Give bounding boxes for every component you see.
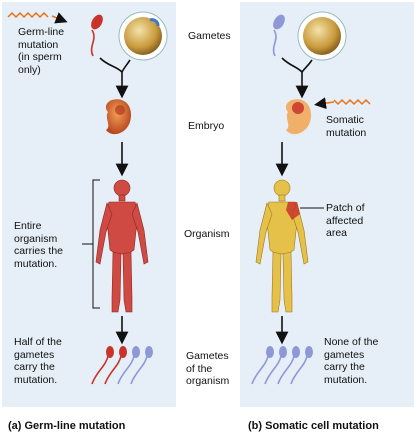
caption-germline: (a) Germ-line mutation bbox=[8, 420, 126, 432]
entire-organism-label: Entire organism carries the mutation. bbox=[14, 220, 64, 270]
half-gametes-label: Half of the gametes carry the mutation. bbox=[14, 336, 62, 386]
patch-label: Patch of affected area bbox=[326, 202, 365, 239]
none-gametes-label: None of the gametes carry the mutation. bbox=[324, 336, 379, 386]
caption-somatic: (b) Somatic cell mutation bbox=[248, 420, 379, 432]
embryo-right bbox=[285, 99, 312, 135]
organism-label: Organism bbox=[184, 228, 230, 240]
egg-left bbox=[118, 11, 168, 61]
mutant-sperm bbox=[90, 14, 103, 57]
left-panel bbox=[2, 2, 176, 407]
somatic-mutation-squiggle bbox=[333, 98, 371, 106]
gametes-left bbox=[91, 346, 153, 385]
affected-patch bbox=[286, 202, 300, 220]
organism-gametes-label: Gametes of the organism bbox=[186, 350, 230, 387]
gametes-right bbox=[251, 346, 313, 385]
embryo-label: Embryo bbox=[188, 120, 225, 132]
egg-right bbox=[297, 11, 347, 61]
germline-mutation-squiggle bbox=[7, 11, 49, 19]
body-gold bbox=[255, 179, 309, 313]
germline-mutation-label: Germ-line mutation (in sperm only) bbox=[18, 26, 65, 76]
body-red bbox=[95, 179, 149, 313]
normal-sperm bbox=[272, 14, 285, 57]
embryo-left bbox=[105, 99, 132, 135]
somatic-mutation-label: Somatic mutation bbox=[326, 114, 367, 139]
gametes-label: Gametes bbox=[188, 30, 231, 42]
